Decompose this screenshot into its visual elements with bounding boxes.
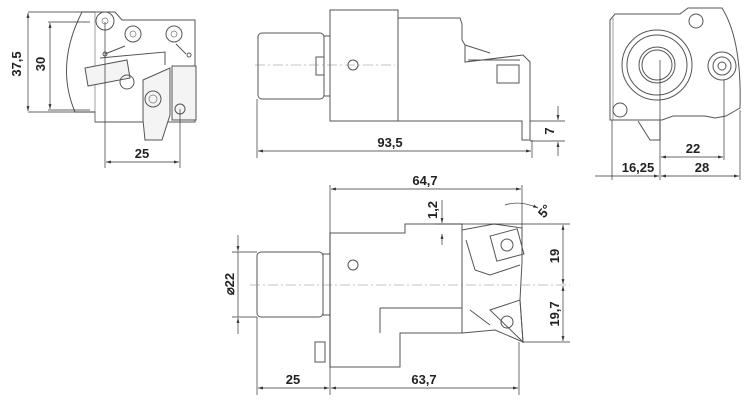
dim-overall-length: 93,5	[377, 135, 402, 150]
dim-upper-half: 19	[547, 249, 562, 263]
dim-width-offset: 25	[135, 146, 149, 161]
dim-step-depth: 1,2	[425, 201, 440, 219]
top-view: 93,5 7	[255, 9, 565, 158]
dim-right-offset: 28	[695, 160, 709, 175]
dim-angle: 5°	[535, 202, 554, 221]
side-view: 37,5 30 25	[9, 11, 197, 168]
dim-head-length: 64,7	[412, 173, 437, 188]
dim-lower-half: 19,7	[547, 301, 562, 326]
end-view: 22 16,25 28	[595, 7, 741, 180]
dim-height-inner: 30	[33, 57, 48, 71]
dim-left-offset: 16,25	[622, 160, 655, 175]
dim-body-length: 63,7	[411, 372, 436, 387]
dim-shank-diameter: ⌀22	[222, 273, 237, 295]
dim-height-total: 37,5	[9, 51, 24, 76]
dim-shank-length: 25	[286, 372, 300, 387]
dim-center-to-screw: 22	[686, 141, 700, 156]
plan-view: 64,7 1,2 5° 19 19,7 ⌀22 25 63,7	[222, 173, 570, 395]
dim-tip-height: 7	[542, 127, 557, 134]
